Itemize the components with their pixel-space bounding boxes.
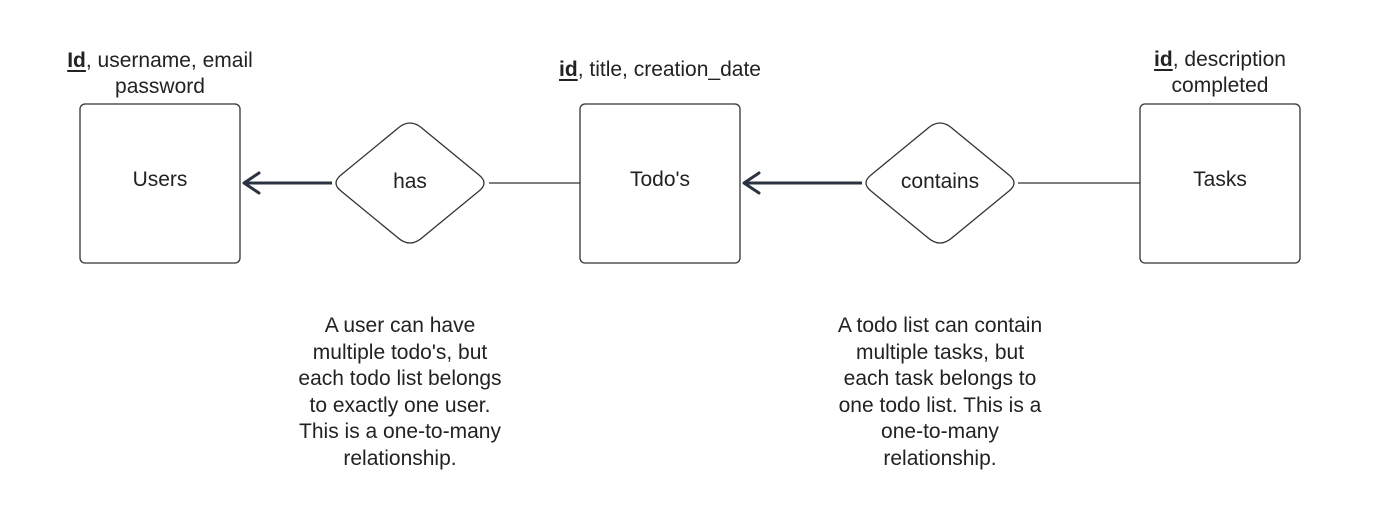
users-attributes-line1: Id, username, email (60, 48, 260, 74)
entity-tasks-label: Tasks (1193, 168, 1247, 191)
note-line: one todo list. This is a (838, 393, 1042, 417)
contains-relationship-note: A todo list can contain multiple tasks, … (820, 313, 1060, 472)
users-primary-key: Id (67, 49, 86, 72)
note-line: This is a one-to-many (299, 420, 501, 443)
users-attributes: Id, username, email password (60, 48, 260, 100)
relationship-contains-label: contains (901, 170, 979, 193)
users-attributes-line2: password (115, 75, 205, 98)
entity-todos[interactable]: Todo's (579, 103, 741, 264)
entity-tasks[interactable]: Tasks (1139, 103, 1301, 264)
todos-attributes-line1: id, title, creation_date (540, 57, 780, 83)
note-line: relationship. (343, 446, 457, 470)
note-line: A user can have (324, 314, 476, 337)
tasks-attributes-line1: id, description (1130, 47, 1310, 73)
entity-users[interactable]: Users (79, 103, 241, 264)
relationship-has[interactable]: has (335, 122, 485, 244)
tasks-attributes: id, description completed (1130, 47, 1310, 99)
entity-todos-box (579, 103, 741, 264)
users-attributes-rest: , username, email (85, 49, 253, 72)
relationship-contains[interactable]: contains (865, 122, 1015, 244)
note-line: one-to-many (881, 420, 999, 443)
note-line: each todo list belongs (298, 367, 502, 390)
relationship-contains-diamond (865, 122, 1015, 244)
entity-todos-label: Todo's (630, 168, 690, 191)
note-line: multiple tasks, but (855, 340, 1025, 364)
todos-attributes-rest: , title, creation_date (577, 58, 761, 81)
note-line: A todo list can contain (837, 314, 1043, 337)
todos-primary-key: id (559, 58, 578, 81)
relationship-has-diamond (335, 122, 485, 244)
entity-users-label: Users (133, 168, 188, 191)
tasks-attributes-rest: , description (1172, 48, 1286, 71)
note-line: each task belongs to (843, 367, 1037, 390)
arrow-contains-to-todos[interactable] (742, 171, 862, 195)
note-line: to exactly one user. (309, 393, 491, 417)
note-line: multiple todo's, but (312, 340, 488, 364)
entity-users-box (79, 103, 241, 264)
tasks-primary-key: id (1154, 48, 1173, 71)
arrow-has-to-users[interactable] (242, 171, 332, 195)
tasks-attributes-line2: completed (1171, 74, 1269, 97)
note-line: relationship. (883, 446, 997, 470)
has-relationship-note: A user can have multiple todo's, but eac… (280, 313, 520, 472)
entity-tasks-box (1139, 103, 1301, 264)
todos-attributes: id, title, creation_date (540, 57, 780, 83)
relationship-has-label: has (393, 170, 427, 193)
